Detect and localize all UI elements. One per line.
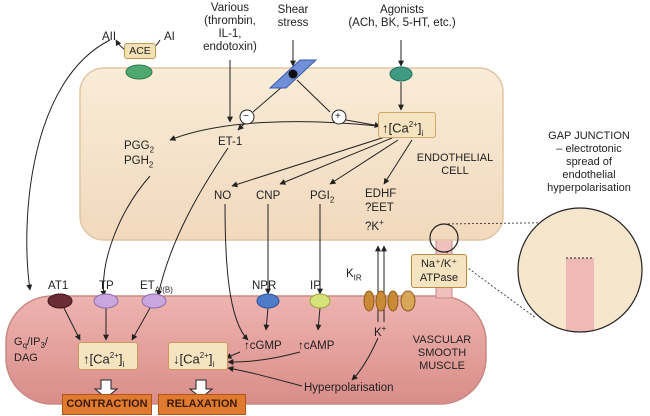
arrow-at1-to-ca [63, 307, 81, 341]
npr-receptor [256, 293, 280, 309]
relaxation-calcium-box: ↓[Ca2+]i [168, 342, 228, 370]
arrow-ca-to-edhf [383, 139, 413, 185]
ip-label: IP [310, 280, 321, 292]
npr-label: NPR [252, 280, 277, 292]
arrow-shear-to-plus [296, 79, 331, 113]
ace-receptor [125, 64, 153, 80]
arrow-ip-to-camp [315, 307, 322, 331]
pgg2-label: PGG2 [124, 140, 155, 155]
contraction-arrow [93, 379, 119, 399]
relaxation-arrow [188, 379, 214, 399]
arrow-et1-to-eta [156, 147, 229, 297]
minus-sign: − [243, 111, 249, 122]
inhibit-circle [239, 109, 255, 125]
ace-box: ACE [124, 43, 156, 59]
k-plus-label: K+ [374, 324, 387, 339]
agonists-label: Agonists (ACh, BK, 5-HT, etc.) [348, 4, 456, 29]
cgmp-label: ↑cGMP [244, 340, 282, 352]
tp-label: TP [99, 280, 114, 292]
endothelial-calcium-box: ↑[Ca2+]i [378, 112, 436, 138]
tp-receptor [93, 293, 119, 309]
atpase-label: Na⁺/K⁺ ATPase [419, 258, 459, 284]
arrow-plus-to-ca [345, 119, 381, 129]
kir-channel-right [387, 290, 399, 312]
et1-label: ET-1 [218, 136, 243, 148]
arrow-pgh-to-tp [100, 175, 151, 297]
agonist-receptor [389, 66, 413, 82]
no-label: NO [214, 190, 232, 202]
angiotensin-i-label: AI [164, 31, 175, 43]
edhf-label: EDHF [365, 188, 397, 200]
calcium-up-label: ↑[Ca2+]i [83, 351, 125, 369]
smooth-muscle-cell [5, 295, 487, 405]
endothelial-cell-label: ENDOTHELIAL CELL [416, 152, 494, 177]
arrow-no-to-cgmp [224, 203, 249, 341]
contraction-calcium-box: ↑[Ca2+]i [78, 342, 138, 370]
various-label: Various (thrombin, IL-1, endotoxin) [203, 2, 257, 53]
kir-label: KIR [346, 268, 362, 283]
pgh2-label: PGH2 [124, 155, 154, 170]
gap-junction-zoom [517, 207, 643, 333]
gq-ip3-dag-label: Gq/IP3/ DAG [14, 336, 48, 365]
arrow-cgmp-to-ca [225, 351, 241, 359]
arrow-ca-to-cnp [279, 137, 393, 185]
arrow-ca-to-pgi [329, 139, 399, 185]
arrow-kplus-to-hyperpol [351, 337, 379, 381]
zoom-line-bottom [445, 251, 537, 319]
zoom-line-top [443, 221, 607, 225]
arrow-ca-to-no [231, 135, 389, 188]
calcium-down-label: ↓[Ca2+]i [173, 351, 215, 369]
kir-channel-left [363, 290, 375, 312]
camp-label: ↑cAMP [298, 340, 335, 352]
atpase-pump [400, 290, 416, 312]
arrow-eta-to-ca [131, 307, 151, 341]
contraction-box: CONTRACTION [62, 394, 152, 415]
arrow-hyperpol-to-ca [227, 366, 303, 387]
ip-receptor [309, 293, 331, 309]
eta-label: ETA/(B) [140, 280, 173, 295]
shear-sensor [268, 59, 318, 89]
kir-channel-mid [375, 290, 387, 312]
arrow-ca-to-pgg [169, 121, 379, 141]
vascular-smooth-muscle-label: VASCULAR SMOOTH MUSCLE [412, 334, 472, 372]
eta-receptor [141, 293, 167, 309]
arrow-aii-to-at1 [26, 39, 111, 291]
cnp-label: CNP [256, 190, 281, 202]
plus-sign: + [335, 111, 341, 122]
k-plus-query-label: ?K+ [365, 218, 384, 233]
relaxation-box: RELAXATION [158, 394, 246, 415]
ace-label: ACE [129, 45, 151, 57]
angiotensin-ii-label: AII [102, 31, 117, 43]
stimulate-circle [331, 109, 347, 125]
endothelial-calcium-label: ↑[Ca2+]i [382, 120, 424, 138]
arrow-camp-to-ca [227, 351, 301, 365]
arrow-npr-to-cgmp [263, 307, 270, 331]
atpase-box: Na⁺/K⁺ ATPase [411, 254, 467, 288]
at1-receptor [47, 293, 73, 309]
gap-junction-label: GAP JUNCTION – electrotonic spread of en… [547, 130, 631, 194]
shear-stress-label: Shear stress [277, 4, 309, 29]
at1-label: AT1 [48, 280, 69, 292]
pgi2-label: PGI2 [310, 190, 335, 205]
eet-label: ?EET [365, 202, 394, 214]
hyperpolarisation-label: Hyperpolarisation [304, 382, 394, 394]
